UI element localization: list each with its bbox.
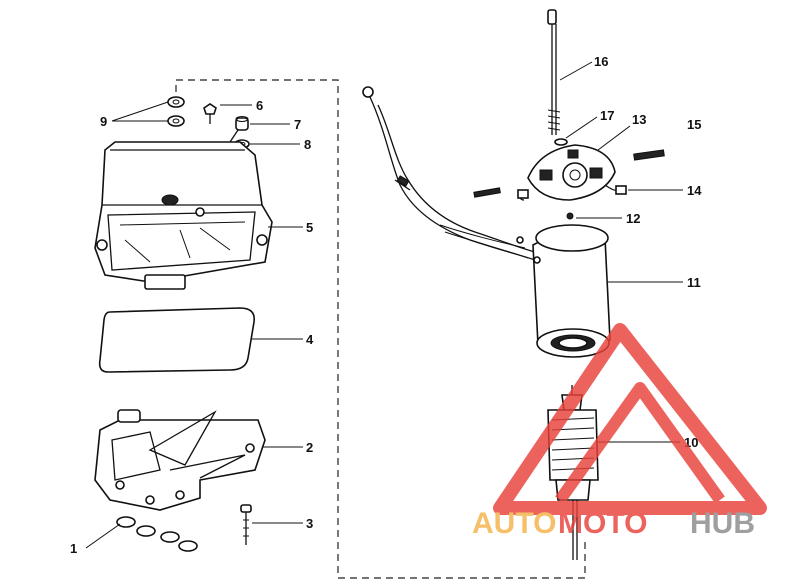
callout-16: 16 — [594, 54, 608, 69]
watermark-triangle-icon — [493, 323, 767, 515]
dashed-boundary — [175, 79, 586, 579]
callout-12: 12 — [626, 211, 640, 226]
callout-13: 13 — [632, 112, 646, 127]
part-13-brush-plate — [517, 144, 627, 201]
watermark-logo: AUTO MOTO HUB — [472, 323, 767, 540]
part-9-washers — [167, 96, 185, 127]
callout-9: 9 — [100, 114, 107, 129]
callout-4: 4 — [306, 332, 314, 347]
callout-2: 2 — [306, 440, 313, 455]
callout-7: 7 — [294, 117, 301, 132]
part-7-plug — [235, 116, 249, 131]
callout-15: 15 — [687, 117, 701, 132]
callout-8: 8 — [304, 137, 311, 152]
part-3-bolt — [240, 504, 252, 545]
part-17-washer — [554, 138, 568, 146]
part-11-motor-frame — [532, 224, 611, 358]
watermark-text-moto: MOTO — [558, 507, 647, 540]
callout-5: 5 — [306, 220, 313, 235]
callout-3: 3 — [306, 516, 313, 531]
part-1-o-rings — [116, 516, 198, 552]
part-5-cover — [94, 129, 273, 290]
part-16-through-bolt — [547, 9, 561, 135]
part-15-spring — [473, 149, 665, 198]
callout-17: 17 — [600, 108, 614, 123]
watermark-text-auto: AUTO — [472, 507, 556, 540]
leader-lines — [85, 61, 683, 549]
callout-numbers: 1 2 3 4 5 6 7 8 9 10 11 12 13 14 15 16 1… — [70, 54, 702, 556]
watermark-text-hub: HUB — [690, 507, 755, 540]
part-6-screw — [203, 103, 217, 124]
part-2-base-plate — [94, 409, 266, 511]
part-12-ball — [566, 212, 574, 220]
callout-14: 14 — [687, 183, 702, 198]
wire-harness — [362, 86, 536, 261]
callout-1: 1 — [70, 541, 77, 556]
part-4-gasket — [98, 307, 256, 373]
callout-11: 11 — [687, 275, 701, 290]
callout-6: 6 — [256, 98, 263, 113]
